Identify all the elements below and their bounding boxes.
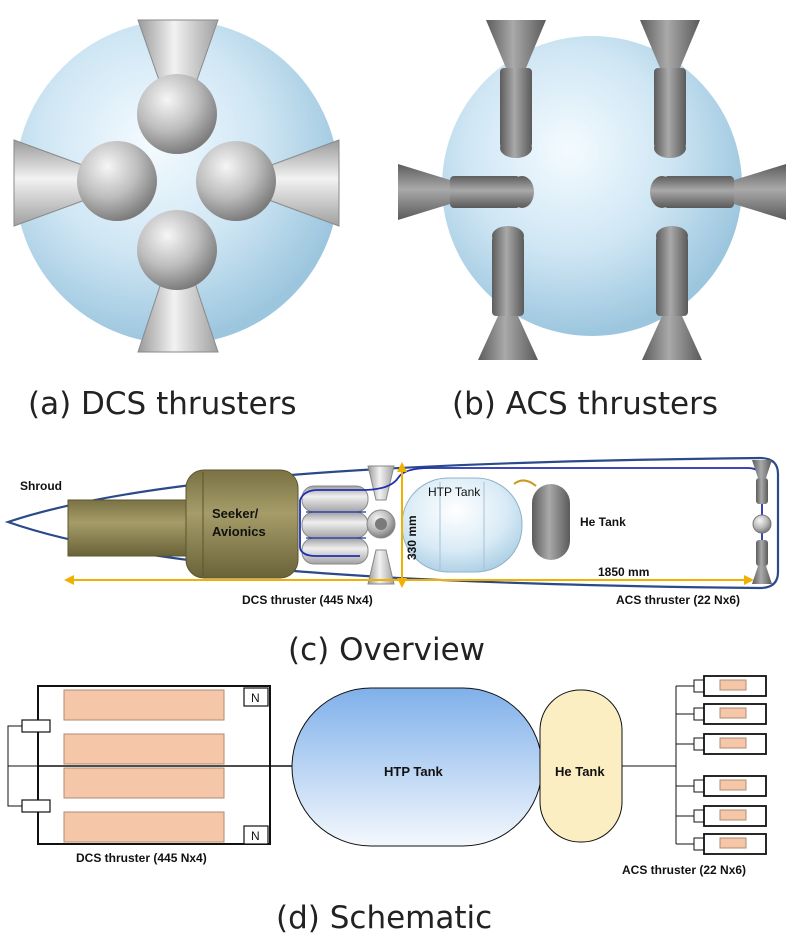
acs-thruster-label: ACS thruster (22 Nx6) — [622, 863, 746, 877]
acs-unit — [676, 733, 767, 755]
acs-chamber — [654, 68, 686, 148]
acs-unit — [676, 675, 767, 697]
acs-thruster-label: ACS thruster (22 Nx6) — [616, 593, 740, 607]
dcs-pad — [63, 733, 225, 765]
shroud-label: Shroud — [20, 479, 62, 493]
n-label-top: N — [251, 691, 260, 705]
acs-unit — [676, 805, 767, 827]
height-dim-label: 330 mm — [405, 515, 419, 560]
acs-chamber — [500, 68, 532, 148]
tank-sphere — [15, 20, 339, 344]
caption-a: (a) DCS thrusters — [28, 386, 297, 422]
dcs-pad — [63, 689, 225, 721]
htp-tank-label: HTP Tank — [428, 485, 481, 499]
caption-b: (b) ACS thrusters — [452, 386, 718, 422]
acs-nozzle — [486, 20, 546, 68]
seeker-label-line2: Avionics — [212, 524, 266, 539]
acs-nozzle — [640, 20, 700, 68]
panel-a-dcs-render — [13, 19, 340, 353]
he-tank-3d — [532, 484, 570, 560]
acs-nozzle — [642, 316, 702, 360]
panel-c-overview: Shroud Seeker/ Avionics HTP Tank He Tank… — [4, 456, 780, 607]
he-tank-label: He Tank — [555, 764, 605, 779]
dcs-chamber-top — [137, 74, 217, 154]
acs-unit — [676, 703, 767, 725]
dcs-chamber-left — [77, 141, 157, 221]
valve — [21, 719, 51, 733]
acs-nozzle — [478, 316, 538, 360]
htp-tank-label: HTP Tank — [384, 764, 444, 779]
dcs-chamber-bottom — [137, 210, 217, 290]
dcs-cylinder — [301, 537, 369, 565]
seeker-cylinder — [67, 499, 187, 557]
caption-d: (d) Schematic — [276, 900, 492, 936]
acs-chamber — [450, 176, 520, 208]
acs-nozzle — [752, 566, 772, 584]
he-tank-label: He Tank — [580, 515, 626, 529]
avionics-box — [185, 469, 299, 579]
acs-unit — [676, 775, 767, 797]
n-label-bottom: N — [251, 829, 260, 843]
acs-chamber — [664, 176, 734, 208]
acs-unit — [676, 833, 767, 855]
acs-nozzle — [752, 460, 772, 478]
dcs-cylinder — [301, 511, 369, 539]
dcs-pad — [63, 767, 225, 799]
dcs-chamber-right — [196, 141, 276, 221]
panel-d-schematic: N N HTP Tank He Tank — [7, 675, 767, 877]
dcs-thruster-label: DCS thruster (445 Nx4) — [76, 851, 207, 865]
caption-c: (c) Overview — [288, 632, 485, 668]
length-dim-label: 1850 mm — [598, 565, 649, 579]
acs-nozzle — [398, 164, 450, 220]
seeker-label-line1: Seeker/ — [212, 506, 259, 521]
dcs-thruster-label: DCS thruster (445 Nx4) — [242, 593, 373, 607]
dcs-nozzle — [367, 549, 395, 585]
acs-chamber — [656, 236, 688, 316]
panel-b-acs-render — [398, 20, 786, 360]
acs-nozzle — [734, 164, 786, 220]
acs-chamber — [492, 236, 524, 316]
dcs-pad — [63, 811, 225, 843]
valve — [21, 799, 51, 813]
